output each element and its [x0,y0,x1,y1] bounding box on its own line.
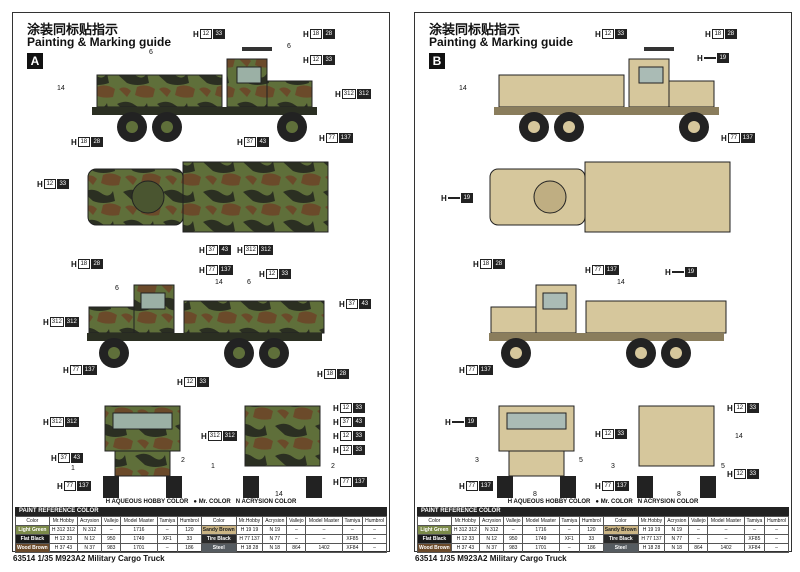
part-number: 6 [247,279,251,286]
title-chinese: 涂装同标贴指示 [429,23,521,38]
guide-page-a: 涂装同标贴指示 Painting & Marking guide A [12,12,390,563]
part-number: 5 [721,463,725,470]
part-number: 1 [71,465,75,472]
paint-reference-title: PAINT REFERENCE COLOR [417,507,789,516]
part-number: 2 [181,457,185,464]
paint-reference-title: PAINT REFERENCE COLOR [15,507,387,516]
truck-top-view-camo [87,161,329,233]
part-number: 6 [115,285,119,292]
part-number: 6 [149,49,153,56]
scheme-badge-a: A [27,53,43,69]
part-number: 6 [287,43,291,50]
title-english: Painting & Marking guide [429,35,574,49]
truck-front-view-sand [497,405,576,498]
part-number: 3 [611,463,615,470]
part-number: 3 [475,457,479,464]
color-legend: H AQUEOUS HOBBY COLOR ● Mr. COLOR N ACRY… [105,499,297,505]
truck-rear-view-camo [243,405,322,498]
part-number: 14 [275,491,283,498]
part-number: 2 [331,463,335,470]
part-number: 14 [215,279,223,286]
part-number: 8 [677,491,681,498]
truck-rear-view-sand [637,405,716,498]
title-english: Painting & Marking guide [27,35,172,49]
page-caption: 63514 1/35 M923A2 Military Cargo Truck [415,554,567,563]
part-number: 14 [57,85,65,92]
scheme-badge-b: B [429,53,445,69]
truck-top-view-sand [489,161,731,233]
truck-other-side-view-camo [87,284,325,368]
part-number: 8 [533,491,537,498]
title-chinese: 涂装同标贴指示 [27,23,119,38]
truck-other-side-view-sand [489,284,727,368]
page-caption: 63514 1/35 M923A2 Military Cargo Truck [13,554,165,563]
color-legend: H AQUEOUS HOBBY COLOR ● Mr. COLOR N ACRY… [507,499,699,505]
part-number: 14 [735,433,743,440]
part-number: 1 [211,463,215,470]
part-number: 5 [579,457,583,464]
truck-side-view-sand [494,47,719,142]
guide-page-b: 涂装同标贴指示 Painting & Marking guide B [414,12,792,563]
part-number: 14 [459,85,467,92]
truck-side-view-camo [92,47,317,142]
truck-front-view-camo [103,405,182,498]
part-number: 14 [617,279,625,286]
